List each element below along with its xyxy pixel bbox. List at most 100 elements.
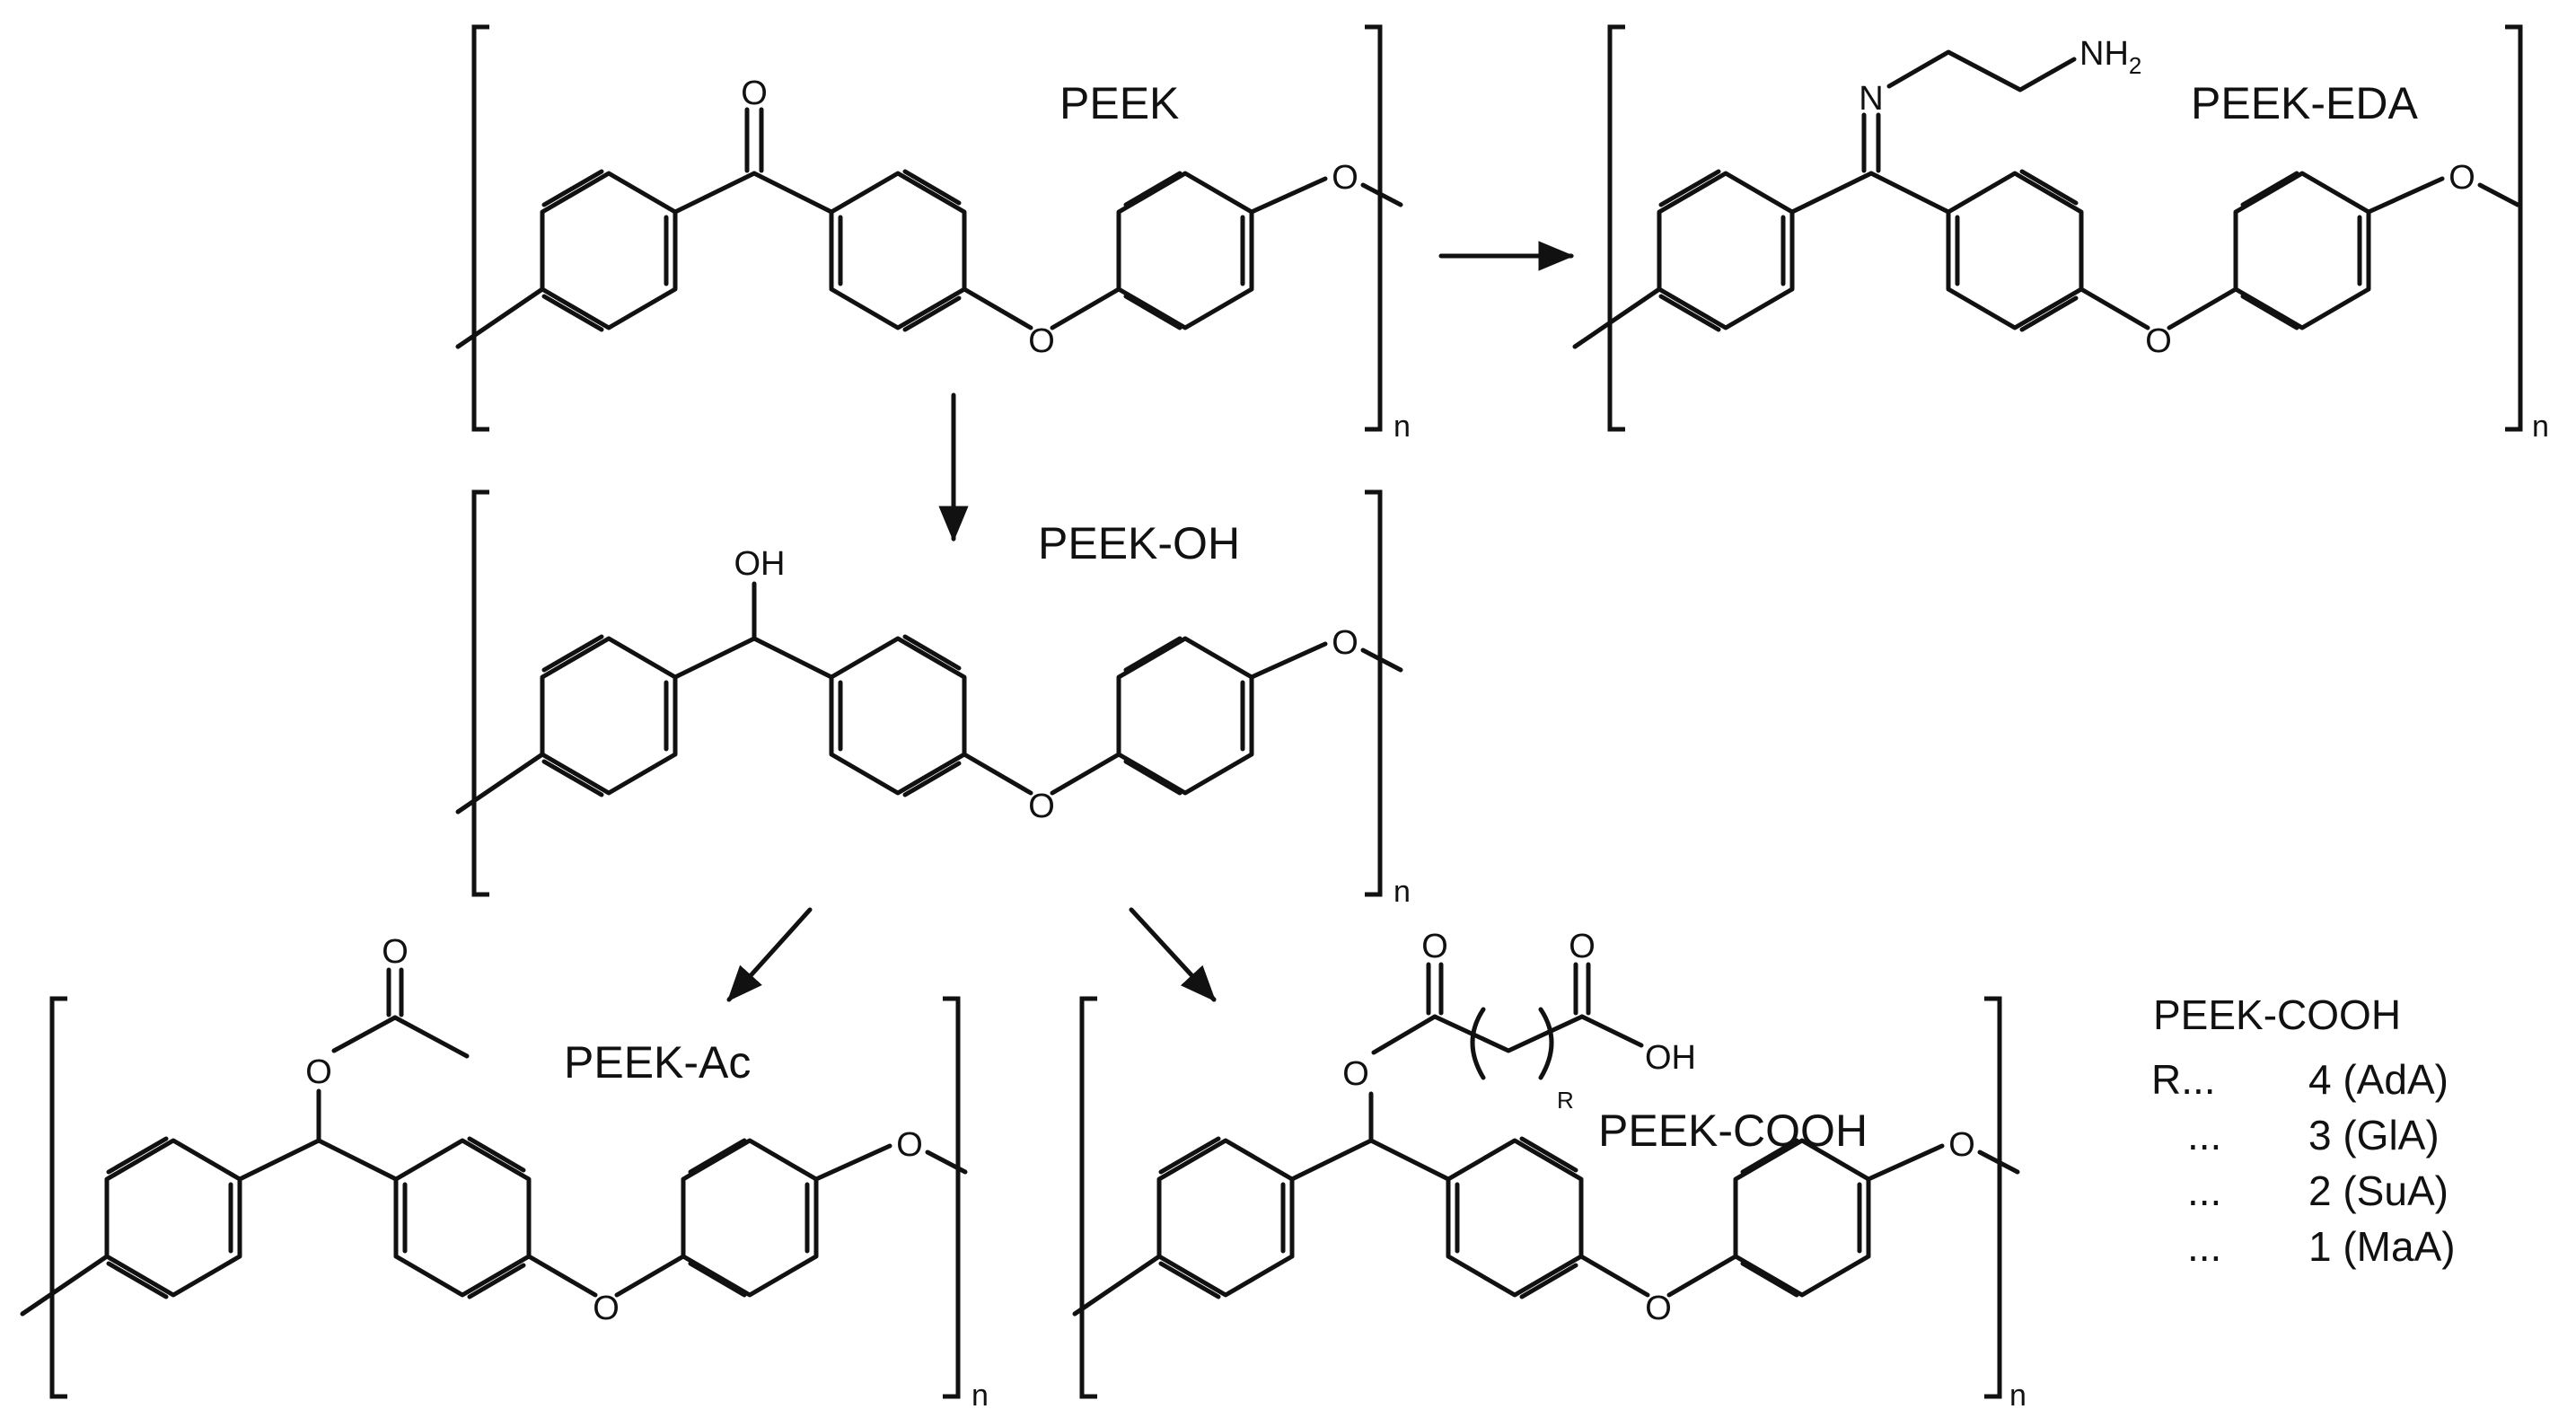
reaction-arrows <box>726 241 1575 1002</box>
bond-acid-hydroxyl <box>1579 1014 1644 1048</box>
terminal-oxygen: O <box>1332 159 1358 197</box>
structure-peek-eda: N NH2 O O n PEEK-EDA <box>1572 24 2549 444</box>
benzene-ring-2 <box>829 169 967 332</box>
bond-ring1-carbonyl <box>673 171 757 215</box>
ester-carbonyl-oxygen: O <box>1421 928 1448 965</box>
repeat-unit-n: n <box>1394 875 1411 909</box>
benzene-ring-2 <box>1946 169 2084 332</box>
terminal-oxygen: O <box>1332 624 1358 662</box>
bond-chain-end-right <box>2477 182 2520 207</box>
ethylene-chain <box>1886 49 2077 92</box>
acetyl-carbonyl-oxygen: O <box>382 933 409 971</box>
hydroxyl-group: OH <box>734 545 786 583</box>
label-peek-cooh: PEEK-COOH <box>1598 1105 1868 1156</box>
amine-group: NH2 <box>2079 35 2141 79</box>
structure-peek: O O O n PEEK <box>455 24 1411 444</box>
bond-ring1-imine-carbon <box>1789 171 1874 215</box>
bond-oxygen-acyl-carbon <box>331 1015 398 1053</box>
benzene-ring-2 <box>829 634 967 797</box>
bond-methine-ring2 <box>316 1138 399 1182</box>
terminal-oxygen: O <box>896 1126 923 1164</box>
legend-row-value: 1 (MaA) <box>2308 1223 2456 1270</box>
bond-chain-end-left <box>455 286 545 349</box>
bond-chain-end-right <box>925 1150 968 1175</box>
ester-carbonyl-double-bond <box>1426 962 1444 1016</box>
label-peek-ac: PEEK-Ac <box>564 1037 751 1088</box>
carbonyl-oxygen: O <box>741 75 768 112</box>
repeat-count-r: R <box>1557 1087 1574 1114</box>
structure-peek-ac: O O O O n PEEK-Ac <box>20 933 989 1413</box>
bond-ring3-oxygen <box>1249 641 1328 680</box>
left-bracket <box>1607 24 1625 432</box>
bond-chain-end-left <box>455 752 545 815</box>
right-bracket <box>1365 24 1383 432</box>
benzene-ring-1 <box>540 169 678 332</box>
bond-chain-end-left <box>1572 286 1662 349</box>
legend-row-key: ... <box>2187 1167 2221 1214</box>
acetyl-carbonyl-double-bond <box>386 967 404 1017</box>
methylene-chain <box>1432 1014 1585 1053</box>
bond-chain-end-right <box>1360 182 1403 207</box>
ether-oxygen: O <box>1028 788 1055 825</box>
bond-ether-ring3 <box>614 1254 686 1298</box>
ester-oxygen: O <box>1342 1055 1369 1093</box>
left-bracket <box>471 489 489 897</box>
repeat-unit-n: n <box>1394 410 1411 444</box>
label-peek-eda: PEEK-EDA <box>2191 78 2419 128</box>
bond-ring3-oxygen <box>2366 176 2445 215</box>
bond-ring2-ether <box>962 286 1033 330</box>
left-bracket <box>1079 996 1097 1399</box>
repeat-unit-n: n <box>971 1379 989 1413</box>
bond-chain-end-left <box>1072 1254 1162 1317</box>
carbonyl-double-bond <box>744 107 764 173</box>
structure-peek-cooh: O O R O OH O O n PEEK-COOH <box>1072 928 2027 1413</box>
benzene-ring-3 <box>2233 171 2371 330</box>
ether-oxygen: O <box>593 1290 620 1327</box>
acid-hydroxyl: OH <box>1645 1039 1696 1077</box>
bond-ether-ring3 <box>2167 286 2238 330</box>
benzene-ring-2 <box>393 1136 532 1299</box>
bond-oxygen-ester-carbon <box>1371 1014 1437 1055</box>
bond-ether-ring3 <box>1050 752 1121 796</box>
right-bracket <box>1365 489 1383 897</box>
left-bracket <box>471 24 489 432</box>
benzene-ring-2 <box>1446 1136 1584 1299</box>
legend-row-key: R... <box>2151 1056 2216 1103</box>
acid-carbonyl-double-bond <box>1573 962 1591 1016</box>
label-peek: PEEK <box>1059 78 1179 128</box>
ether-oxygen: O <box>1645 1290 1672 1327</box>
bond-ether-ring3 <box>1666 1254 1738 1298</box>
legend-row-key: ... <box>2187 1223 2221 1270</box>
benzene-ring-1 <box>104 1136 242 1299</box>
bond-methine-ring2 <box>1368 1138 1451 1182</box>
benzene-ring-3 <box>681 1138 819 1298</box>
legend-row-value: 3 (GlA) <box>2308 1112 2440 1158</box>
bond-ring1-methine <box>237 1138 321 1182</box>
acid-carbonyl-oxygen: O <box>1569 928 1596 965</box>
bond-ring3-oxygen <box>813 1143 892 1182</box>
label-peek-oh: PEEK-OH <box>1038 518 1240 568</box>
bond-chain-end-right <box>1360 647 1403 673</box>
bond-chain-end-right <box>1977 1150 2020 1175</box>
repeat-bracket-right <box>1538 1007 1554 1080</box>
ether-oxygen: O <box>1028 322 1055 360</box>
bond-ring2-ether <box>1578 1254 1650 1298</box>
ester-oxygen: O <box>305 1053 332 1091</box>
repeat-unit-n: n <box>2009 1379 2027 1413</box>
bond-ring1-methine <box>673 636 757 680</box>
right-bracket <box>943 996 961 1399</box>
bond-carbonyl-ring2 <box>752 171 834 215</box>
benzene-ring-3 <box>1116 171 1254 330</box>
bond-ring1-methine <box>1289 1138 1374 1182</box>
legend-row-value: 4 (AdA) <box>2308 1056 2449 1103</box>
r-group-legend: PEEK-COOH R... 4 (AdA) ... 3 (GlA) ... 2… <box>2151 991 2456 1270</box>
bond-ring2-ether <box>962 752 1033 796</box>
terminal-oxygen: O <box>1948 1126 1975 1164</box>
ether-oxygen: O <box>2145 322 2172 360</box>
legend-row-key: ... <box>2187 1112 2221 1158</box>
arrow-peek-oh-to-peek-cooh <box>1129 907 1217 1002</box>
terminal-oxygen: O <box>2449 159 2475 197</box>
bond-ring3-oxygen <box>1866 1143 1945 1182</box>
arrow-peek-oh-to-peek-ac <box>726 907 813 1002</box>
